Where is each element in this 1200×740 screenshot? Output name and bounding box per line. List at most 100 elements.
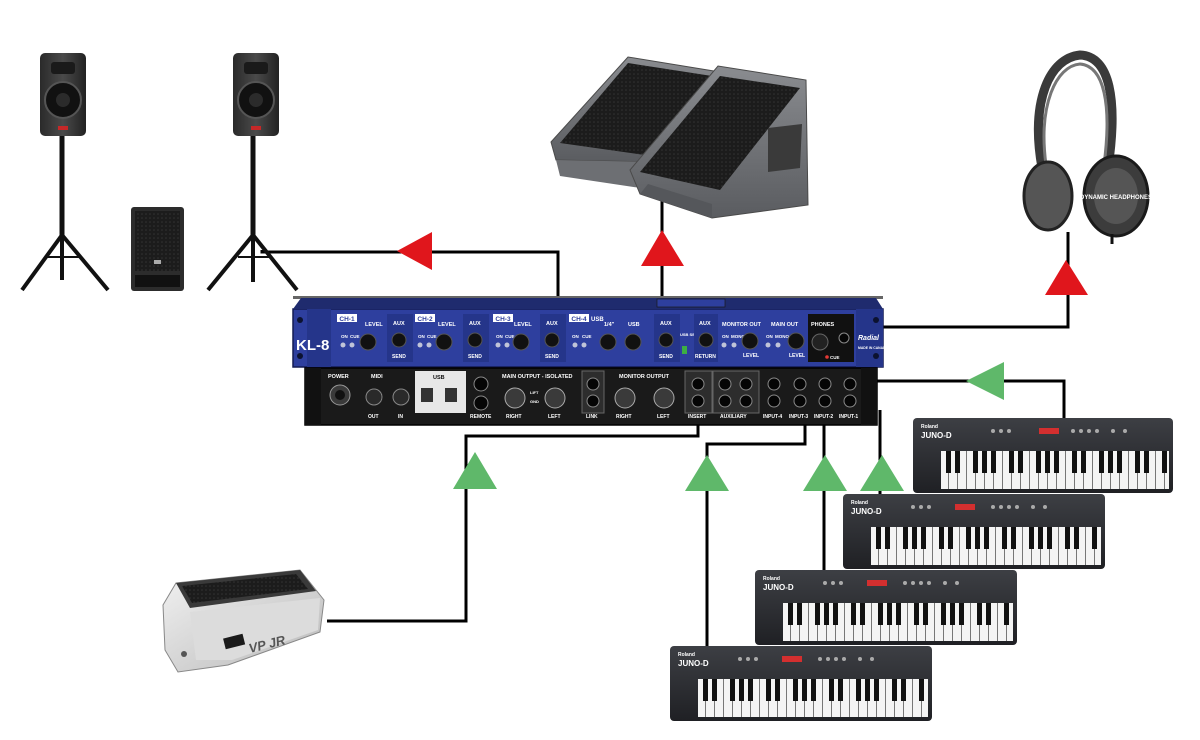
remote-jack[interactable]: [473, 376, 489, 392]
channel-4-quarter-inch-label: 1/4": [604, 322, 615, 328]
mixer-front-panel: KL-8 CH-1 LEVEL ON CUE AUX SEND CH-2 LEV…: [292, 296, 889, 368]
channel-3-level-knob[interactable]: [512, 333, 530, 351]
channel-1-cue-button[interactable]: [349, 342, 355, 348]
remote-label: REMOTE: [470, 414, 492, 420]
channel-3-on-button[interactable]: [495, 342, 501, 348]
input-3-jack[interactable]: [793, 377, 807, 391]
channel-4-level-knob[interactable]: [599, 333, 617, 351]
channel-3-send-label: SEND: [545, 354, 559, 360]
midi-out-port[interactable]: [365, 388, 383, 406]
main-out-level-label: LEVEL: [789, 353, 805, 359]
monitor-out-on-button[interactable]: [721, 342, 727, 348]
channel-1-level-knob[interactable]: [359, 333, 377, 351]
channel-3-on-label: ON: [496, 334, 503, 339]
phones-jack[interactable]: [838, 332, 850, 344]
input-1-label: INPUT-1: [839, 414, 858, 420]
wire-pedal-to-insert: [327, 410, 700, 623]
phones-level-knob[interactable]: [811, 333, 829, 351]
output-arrow-up-monitor: [641, 230, 684, 266]
headphones: DYNAMIC HEADPHONES: [1022, 50, 1152, 244]
aux-return-knob[interactable]: [698, 332, 714, 348]
channel-1-aux-knob[interactable]: [391, 332, 407, 348]
gnd-label: GND: [530, 399, 539, 404]
monitor-out-on-label: ON: [722, 334, 729, 339]
channel-2-cue-button[interactable]: [426, 342, 432, 348]
volume-pedal: VP JR: [162, 569, 325, 673]
channel-4-name: CH-4: [571, 316, 587, 323]
monitor-out-level-knob[interactable]: [741, 332, 759, 350]
channel-3-cue-button[interactable]: [504, 342, 510, 348]
main-out-on-button[interactable]: [765, 342, 771, 348]
channel-1-level-label: LEVEL: [365, 322, 383, 328]
insert-jack[interactable]: [691, 377, 705, 391]
aux-return: AUX RETURN: [694, 314, 718, 362]
input-1-jack[interactable]: [843, 377, 857, 391]
channel-3-aux-knob[interactable]: [544, 332, 560, 348]
main-out-level-knob[interactable]: [787, 332, 805, 350]
brand-logo: Radial: [858, 335, 880, 342]
pa-speaker-left: [20, 53, 110, 292]
monitor-out-mono-button[interactable]: [731, 342, 737, 348]
link-label: LINK: [586, 414, 598, 420]
input-arrow-up-input-2: [803, 455, 847, 491]
monitor-out-mono-label: MONO: [731, 334, 745, 339]
channel-4-on-button[interactable]: [572, 342, 578, 348]
power-label: POWER: [328, 374, 349, 380]
aux-return-bottom-label: RETURN: [695, 354, 716, 360]
input-arrow-up-aux: [685, 455, 729, 491]
phones-cue-label: CUE: [830, 355, 840, 360]
auxiliary-label: AUXILIARY: [720, 414, 747, 420]
channel-3-aux-label: AUX: [546, 321, 558, 327]
channel-2-level-knob[interactable]: [435, 333, 453, 351]
input-2-jack[interactable]: [818, 377, 832, 391]
channel-2-send-label: SEND: [468, 354, 482, 360]
input-2-label: INPUT-2: [814, 414, 833, 420]
lift-label: LIFT: [530, 390, 539, 395]
auxiliary-jack-send[interactable]: [718, 377, 732, 391]
monitor-output-left-xlr[interactable]: [653, 387, 675, 409]
keyboard-2-brand: Roland: [851, 500, 868, 506]
midi-out-label: OUT: [368, 414, 379, 420]
channel-2-aux-knob[interactable]: [467, 332, 483, 348]
midi-in-port[interactable]: [392, 388, 410, 406]
monitor-output-right-label: RIGHT: [616, 414, 632, 420]
input-arrow-up-input-1: [860, 455, 904, 491]
main-out-section: MAIN OUT ON MONO LEVEL: [765, 322, 805, 359]
main-out-mono-button[interactable]: [775, 342, 781, 348]
subwoofer: [131, 207, 184, 291]
midi-in-label: IN: [398, 414, 403, 420]
usb-port-a[interactable]: [421, 388, 433, 402]
channel-4-aux-knob[interactable]: [658, 332, 674, 348]
main-output-left-xlr[interactable]: [544, 387, 566, 409]
usb-label: USB: [433, 375, 445, 381]
made-in-label: MADE IN CANADA: [858, 346, 889, 350]
input-4-jack[interactable]: [767, 377, 781, 391]
channel-1-on-button[interactable]: [340, 342, 346, 348]
main-out-title: MAIN OUT: [771, 322, 799, 328]
wire-keyboard-to-input-1: [877, 379, 1066, 420]
mixer-rear-panel: POWER MIDI OUT IN USB REMOTE MAIN OUTPUT…: [304, 367, 878, 426]
wires: [260, 196, 1070, 648]
phones-label: PHONES: [811, 322, 835, 328]
channel-4-cue-label: CUE: [582, 334, 592, 339]
channel-2-on-button[interactable]: [417, 342, 423, 348]
usb-port-b[interactable]: [445, 388, 457, 402]
monitor-out-title: MONITOR OUT: [722, 322, 762, 328]
channel-1-cue-label: CUE: [350, 334, 360, 339]
monitor-output-right-xlr[interactable]: [614, 387, 636, 409]
phones-section: PHONES CUE: [808, 314, 854, 362]
main-output-right-xlr[interactable]: [504, 387, 526, 409]
keyboard-4-model: JUNO-D: [678, 659, 709, 668]
channel-strip-1: CH-1 LEVEL ON CUE AUX SEND: [337, 314, 413, 362]
channel-3-level-label: LEVEL: [514, 322, 532, 328]
channel-4-usb-label: USB: [591, 317, 604, 323]
channel-2-cue-label: CUE: [427, 334, 437, 339]
channel-4-usb-knob[interactable]: [624, 333, 642, 351]
monitor-output-left-label: LEFT: [657, 414, 670, 420]
auxiliary-jack-return[interactable]: [739, 377, 753, 391]
link-jack[interactable]: [586, 377, 600, 391]
channel-4-aux-label: AUX: [660, 321, 672, 327]
channel-4-cue-button[interactable]: [581, 342, 587, 348]
main-output-right-label: RIGHT: [506, 414, 522, 420]
